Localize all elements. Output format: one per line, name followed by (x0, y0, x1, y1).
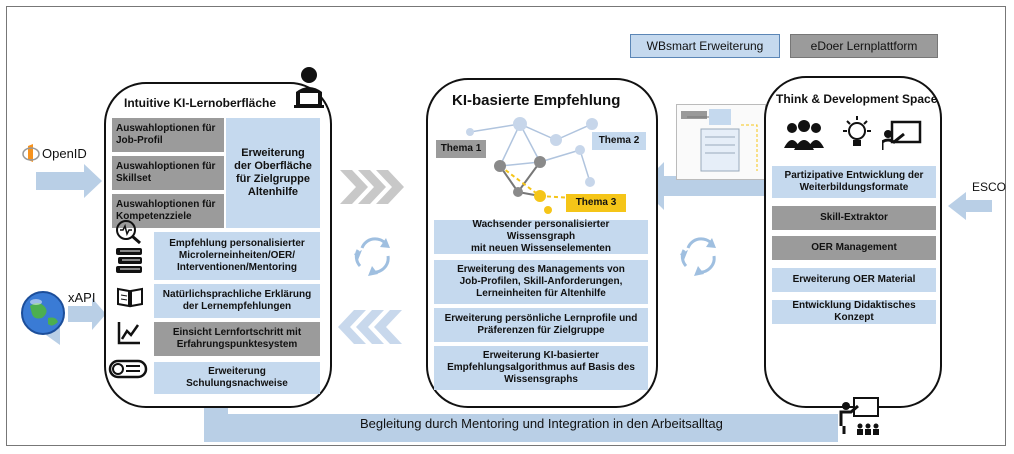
row-erklaerung: Natürlichsprachliche Erklärung der Lerne… (154, 284, 320, 318)
option-skillset[interactable]: Auswahloptionen für Skillset (112, 156, 224, 190)
chevrons-right-icon (340, 170, 404, 204)
mentoring-arrow-path (192, 386, 838, 442)
row-erweiterung-oer: Erweiterung OER Material (772, 268, 936, 292)
books-icon (114, 246, 144, 274)
esco-label: ESCO (972, 180, 1007, 194)
row-wissensgraph: Wachsender personalisierter Wissensgraph… (434, 219, 648, 254)
diagram-frame (6, 6, 1006, 446)
xapi-label: xAPI (68, 290, 96, 305)
legend-wbsmart: WBsmart Erweiterung (630, 34, 780, 58)
theme-3: Thema 3 (566, 194, 626, 212)
row-partizipative-entwicklung: Partizipative Entwicklung der Weiterbild… (772, 166, 936, 198)
book-icon (116, 286, 144, 308)
user-laptop-icon (292, 66, 326, 110)
row-empfehlung-personalisiert: Empfehlung personalisierter Microlernein… (154, 232, 320, 280)
globe-icon (20, 290, 66, 336)
row-lernprofile: Erweiterung persönliche Lernprofile und … (434, 308, 648, 342)
openid-logo-icon (22, 144, 42, 162)
row-lernfortschritt: Einsicht Lernfortschritt mit Erfahrungsp… (154, 322, 320, 356)
extension-altenhilfe: Erweiterung der Oberfläche für Zielgrupp… (226, 118, 320, 228)
row-didaktisches-konzept: Entwicklung Didaktisches Konzept (772, 300, 936, 324)
left-panel-title: Intuitive KI-Lernoberfläche (124, 96, 277, 110)
right-panel-title: Think & Development Space (776, 92, 938, 106)
theme-1: Thema 1 (436, 140, 486, 158)
certificate-icon (108, 358, 150, 380)
esco-arrow (948, 192, 992, 220)
option-kompetenzziele[interactable]: Auswahloptionen für Kompetenzziele (112, 194, 224, 228)
think-to-empfehlung-arrow (640, 162, 782, 210)
xapi-arrow-in (68, 298, 106, 330)
row-algorithmus: Erweiterung KI-basierter Empfehlungsalgo… (434, 346, 648, 390)
mentoring-caption: Begleitung durch Mentoring und Integrati… (360, 416, 723, 431)
trainer-icon (838, 396, 882, 436)
option-job-profile[interactable]: Auswahloptionen für Job-Profil (112, 118, 224, 152)
openid-label: OpenID (42, 146, 87, 161)
row-oer-management: OER Management (772, 236, 936, 260)
team-icon (782, 118, 826, 152)
legend-edoer: eDoer Lernplattform (790, 34, 938, 58)
row-schulungsnachweise: Erweiterung Schulungsnachweise (154, 362, 320, 394)
row-management: Erweiterung des Managements von Job-Prof… (434, 260, 648, 304)
openid-arrow (36, 164, 102, 198)
lightbulb-icon (840, 114, 874, 152)
presentation-icon (880, 120, 922, 150)
theme-2: Thema 2 (592, 132, 646, 150)
middle-panel-title: KI-basierte Empfehlung (452, 92, 621, 109)
row-skill-extraktor: Skill-Extraktor (772, 206, 936, 230)
document-thumbnail (676, 104, 766, 180)
chart-icon (116, 320, 142, 346)
chevrons-left-icon (338, 310, 402, 344)
xapi-arrow-out (46, 326, 60, 345)
ai-brain-icon (114, 218, 144, 245)
